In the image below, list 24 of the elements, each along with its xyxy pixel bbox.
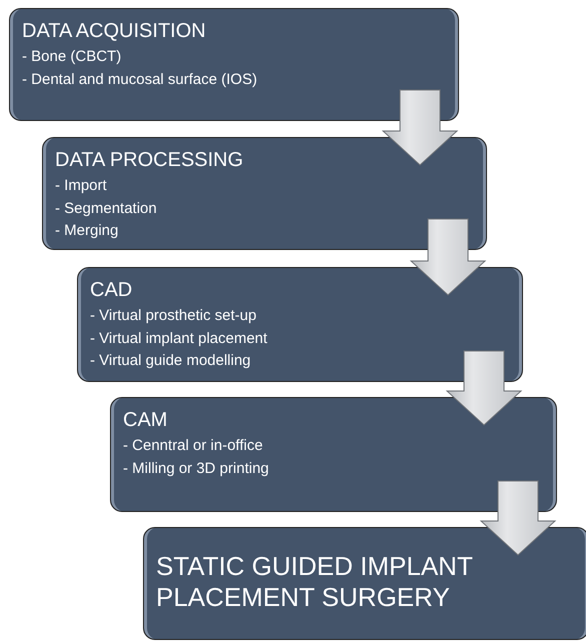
block-arrow <box>410 218 486 296</box>
block-arrow <box>480 480 556 556</box>
box-heading: STATIC GUIDED IMPLANT PLACEMENT SURGERY <box>156 550 474 614</box>
list-item: - Milling or 3D printing <box>123 458 270 478</box>
process-box <box>42 137 487 250</box>
process-box <box>9 8 459 121</box>
block-arrow <box>446 350 522 426</box>
box-heading: CAD <box>90 278 134 302</box>
list-item: - Cenntral or in-office <box>123 436 264 456</box>
list-item: - Import <box>55 176 108 196</box>
list-item: - Merging <box>55 221 120 241</box>
list-item: - Virtual guide modelling <box>90 351 252 371</box>
list-item: - Virtual implant placement <box>90 328 268 348</box>
process-box <box>77 267 523 382</box>
box-heading: DATA ACQUISITION <box>22 19 207 43</box>
process-box <box>110 397 557 512</box>
box-heading: DATA PROCESSING <box>55 148 244 172</box>
list-item: - Virtual prosthetic set-up <box>90 306 258 326</box>
block-arrow <box>382 90 458 166</box>
list-item: - Bone (CBCT) <box>22 47 122 67</box>
list-item: - Segmentation <box>55 198 158 218</box>
list-item: - Dental and mucosal surface (IOS) <box>22 70 258 90</box>
process-box <box>143 527 586 640</box>
box-heading: CAM <box>123 408 168 432</box>
